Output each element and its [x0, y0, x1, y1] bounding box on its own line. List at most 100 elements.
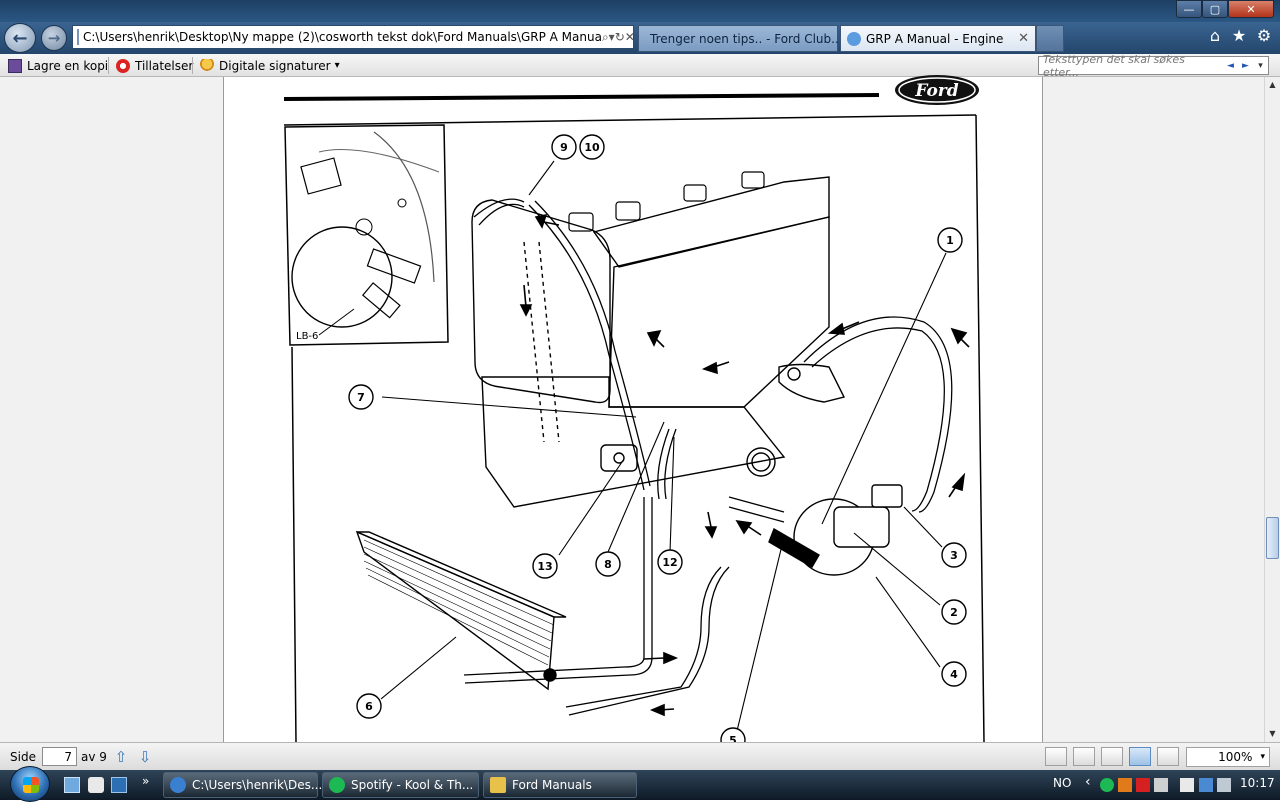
window-title-bar: — ▢ ✕: [0, 0, 1280, 22]
oil-filter-housing: [768, 484, 903, 576]
internet-explorer-icon: [170, 777, 186, 793]
stop-icon[interactable]: ✕: [624, 30, 635, 44]
find-next-icon[interactable]: ►: [1242, 60, 1249, 71]
search-icon[interactable]: ⌕: [601, 29, 609, 44]
callout-1: 1: [937, 227, 963, 253]
taskbar-item-spotify[interactable]: Spotify - Kool & Th...: [322, 772, 479, 798]
digital-signatures-button[interactable]: Digitale signaturer ▾: [200, 57, 340, 74]
callout-13: 13: [532, 553, 558, 579]
callout-leaders: [380, 160, 947, 736]
svg-text:1: 1: [946, 234, 954, 247]
callout-6: 6: [356, 693, 382, 719]
callout-9: 9: [551, 134, 577, 160]
find-input[interactable]: Teksttypen det skal søkes etter...: [1043, 52, 1185, 79]
tab-ford-club[interactable]: Trenger noen tips.. - Ford Club...: [638, 25, 843, 52]
page-total: av 9: [81, 750, 107, 764]
fit-page-button[interactable]: [1045, 747, 1067, 766]
ati-tray-icon[interactable]: [1136, 778, 1150, 792]
svg-text:12: 12: [662, 556, 677, 569]
tools-gear-icon[interactable]: ⚙: [1256, 26, 1272, 45]
tab-grp-a-manual[interactable]: GRP A Manual - Engine ✕: [840, 25, 1036, 52]
fit-width-button[interactable]: [1073, 747, 1095, 766]
address-dropdown-icon[interactable]: ▾: [608, 30, 615, 44]
taskbar-item-label: Ford Manuals: [512, 778, 592, 792]
zoom-select[interactable]: 100% ▾: [1186, 747, 1270, 767]
tray-expand-icon[interactable]: ‹: [1085, 774, 1091, 790]
svg-text:13: 13: [537, 560, 552, 573]
battery-icon[interactable]: [1180, 778, 1194, 792]
network-icon[interactable]: [1199, 778, 1213, 792]
find-options-icon[interactable]: ▾: [1258, 60, 1263, 71]
callout-8: 8: [595, 551, 621, 577]
favorites-star-icon[interactable]: ★: [1231, 26, 1247, 45]
taskbar-item-ford-manuals[interactable]: Ford Manuals: [483, 772, 637, 798]
callout-3: 3: [941, 542, 967, 568]
next-page-icon[interactable]: ⇩: [138, 747, 152, 766]
document-viewport: Ford LB-6: [0, 75, 1264, 753]
svg-text:3: 3: [950, 549, 958, 562]
spotify-tray-icon[interactable]: [1100, 778, 1114, 792]
zoom-value: 100%: [1218, 750, 1253, 764]
find-box[interactable]: Teksttypen det skal søkes etter... ◄ ► ▾: [1038, 53, 1269, 79]
quick-launch-icon[interactable]: [111, 777, 127, 793]
svg-text:6: 6: [365, 700, 373, 713]
ribbon-icon: [200, 58, 214, 73]
language-indicator[interactable]: NO: [1053, 776, 1072, 790]
tray-app-icon[interactable]: [1154, 778, 1168, 792]
permissions-icon: [116, 58, 130, 73]
taskbar-item-ie[interactable]: C:\Users\henrik\Des...: [163, 772, 322, 798]
scroll-up-icon[interactable]: ▲: [1269, 80, 1276, 89]
svg-text:4: 4: [950, 668, 958, 681]
tab-label: GRP A Manual - Engine: [866, 31, 1004, 46]
volume-icon[interactable]: [1217, 778, 1231, 792]
svg-text:2: 2: [950, 606, 958, 619]
quick-launch-more-icon[interactable]: »: [142, 774, 150, 788]
previous-page-icon[interactable]: ⇧: [114, 747, 128, 766]
find-previous-icon[interactable]: ◄: [1227, 60, 1234, 71]
save-copy-label: Lagre en kopi: [27, 58, 109, 73]
show-desktop-icon[interactable]: [64, 777, 80, 793]
refresh-icon[interactable]: ↻: [614, 30, 625, 44]
windows-taskbar: » C:\Users\henrik\Des... Spotify - Kool …: [0, 766, 1280, 802]
svg-text:10: 10: [584, 141, 600, 154]
callout-4: 4: [941, 661, 967, 687]
page-number-input[interactable]: [42, 747, 77, 766]
scroll-down-icon[interactable]: ▼: [1269, 729, 1276, 738]
save-copy-button[interactable]: Lagre en kopi: [8, 57, 108, 74]
maximize-button[interactable]: ▢: [1202, 0, 1228, 18]
home-icon[interactable]: ⌂: [1209, 26, 1221, 45]
svg-text:8: 8: [604, 558, 612, 571]
back-button[interactable]: ←: [4, 23, 36, 53]
tab-close-icon[interactable]: ✕: [1018, 31, 1029, 46]
chevron-down-icon: ▾: [1260, 752, 1265, 762]
pdf-page: Ford LB-6: [223, 75, 1043, 753]
inset-label: LB-6: [296, 331, 318, 342]
new-tab-button[interactable]: [1036, 25, 1064, 52]
page-icon: [77, 29, 79, 45]
tray-app-icon[interactable]: [1118, 778, 1132, 792]
taskbar-item-label: C:\Users\henrik\Des...: [192, 778, 323, 792]
oil-cooler: [355, 530, 567, 691]
ford-logo: Ford: [895, 75, 979, 105]
digital-signatures-label: Digitale signaturer: [219, 58, 331, 73]
single-page-view-button[interactable]: [1129, 747, 1151, 766]
permissions-button[interactable]: Tillatelser: [116, 57, 193, 74]
toolbar-divider: [108, 57, 109, 74]
two-page-view-button[interactable]: [1157, 747, 1179, 766]
pdf-toolbar: Lagre en kopi Tillatelser Digitale signa…: [0, 54, 1280, 77]
address-bar[interactable]: C:\Users\henrik\Desktop\Ny mappe (2)\cos…: [72, 25, 635, 49]
vertical-scrollbar[interactable]: ▲ ▼: [1264, 77, 1280, 742]
forward-button[interactable]: →: [41, 25, 67, 51]
scrollbar-thumb[interactable]: [1266, 517, 1279, 559]
clock[interactable]: 10:17: [1240, 776, 1275, 790]
callout-7: 7: [348, 384, 374, 410]
ebay-icon[interactable]: [88, 777, 104, 793]
engine-oil-cooler-diagram: Ford LB-6: [283, 75, 985, 753]
callout-2: 2: [941, 599, 967, 625]
close-window-button[interactable]: ✕: [1228, 0, 1274, 18]
fit-visible-button[interactable]: [1101, 747, 1123, 766]
minimize-button[interactable]: —: [1176, 0, 1202, 18]
ie-favicon-icon: [847, 31, 861, 46]
address-url[interactable]: C:\Users\henrik\Desktop\Ny mappe (2)\cos…: [83, 30, 602, 44]
start-button[interactable]: [10, 766, 50, 802]
